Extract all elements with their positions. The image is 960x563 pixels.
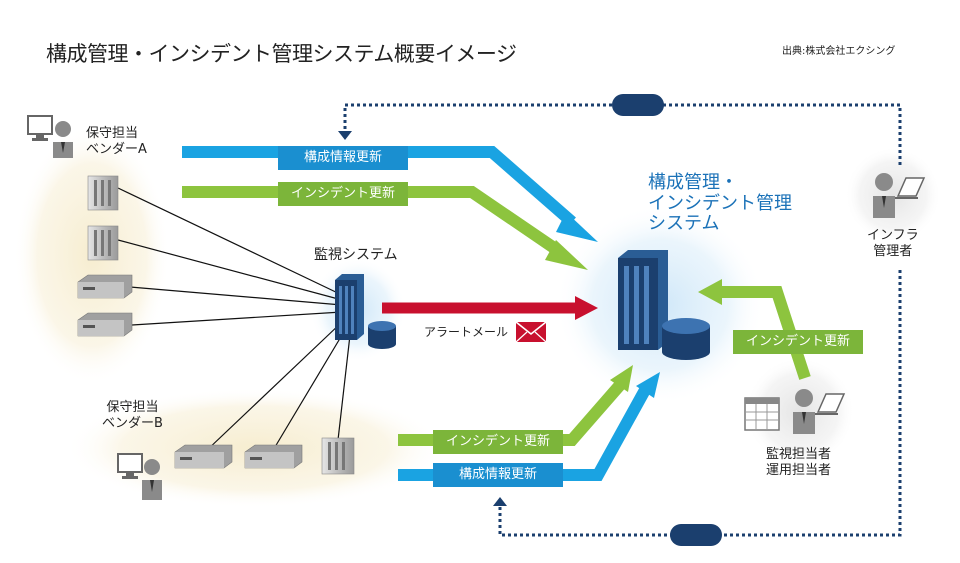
dotted-arrowhead-top <box>338 131 352 140</box>
person-laptop-icon <box>873 173 926 218</box>
arrow-alert <box>382 296 598 320</box>
monitoring-system-label: 監視システム <box>314 247 398 263</box>
vendor-a-label: 保守担当 ベンダーA <box>86 126 147 157</box>
infra-admin-label: インフラ 管理者 <box>867 228 919 259</box>
arrow-config-update-a <box>182 146 598 242</box>
server-rack-icon <box>87 225 119 261</box>
incident-update-label-b: インシデント更新 <box>445 434 550 449</box>
alert-mail-label: アラートメール <box>424 325 509 339</box>
database-icon <box>368 321 396 349</box>
arrow-incident-update-b <box>398 365 633 454</box>
network-switch-icon <box>77 274 133 299</box>
config-update-label-b: 構成情報更新 <box>458 467 537 482</box>
database-icon <box>662 318 710 360</box>
arrow-incident-update-a <box>182 182 588 270</box>
monitoring-server-icon <box>335 274 364 340</box>
source-credit: 出典:株式会社エクシング <box>782 46 896 57</box>
vendor-b-label: 保守担当 ベンダーB <box>102 400 163 431</box>
infra-admin-glow <box>845 147 941 243</box>
central-server-icon <box>618 250 668 350</box>
operators-label: 監視担当者 運用担当者 <box>766 447 832 478</box>
mail-envelope-icon <box>515 321 547 343</box>
person-at-pc-icon <box>27 115 73 158</box>
person-laptop-icon <box>793 389 846 434</box>
system-label: 構成管理・ インシデント管理 システム <box>648 172 792 235</box>
network-switch-icon <box>244 444 303 469</box>
person-at-pc-icon <box>117 453 162 500</box>
spreadsheet-icon <box>744 397 780 431</box>
pill-marker-bottom <box>670 524 722 546</box>
config-update-label-a: 構成情報更新 <box>303 150 382 165</box>
incident-update-label-a: インシデント更新 <box>290 186 395 201</box>
dotted-arrowhead-bottom <box>493 497 507 506</box>
connection-lines <box>117 187 351 453</box>
network-switch-icon <box>174 444 233 469</box>
page-title: 構成管理・インシデント管理システム概要イメージ <box>46 42 517 66</box>
pill-marker-top <box>612 94 664 116</box>
server-rack-icon <box>87 175 119 211</box>
arrow-config-update-b <box>398 372 660 487</box>
arrow-incident-update-right <box>698 279 863 380</box>
incident-update-label-right: インシデント更新 <box>745 334 850 349</box>
network-switch-icon <box>77 312 133 337</box>
server-rack-icon <box>321 437 355 475</box>
